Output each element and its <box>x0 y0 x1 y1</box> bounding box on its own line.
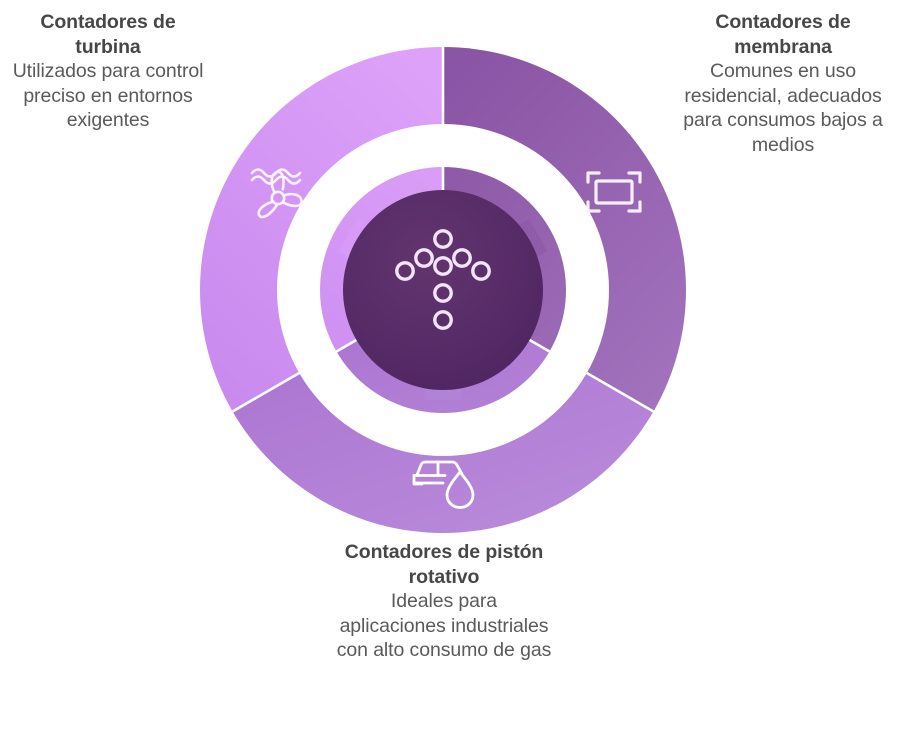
label-piston-title: Contadores de pistón rotativo <box>344 541 544 588</box>
scan-frame-icon <box>586 171 642 213</box>
car-fuel-drop-icon <box>412 460 475 509</box>
label-membrana-title: Contadores de membrana <box>715 11 851 58</box>
label-turbina-description: Utilizados para control preciso en entor… <box>12 60 204 132</box>
segment-piston[interactable] <box>232 290 654 533</box>
center-circle[interactable] <box>343 190 543 390</box>
label-membrana: Contadores de membrana Comunes en uso re… <box>672 10 894 157</box>
label-piston: Contadores de pistón rotativo Ideales pa… <box>336 540 552 663</box>
turbine-fan-icon <box>250 168 303 219</box>
label-turbina: Contadores de turbina Utilizados para co… <box>6 10 210 133</box>
white-separator-ring <box>277 124 609 456</box>
label-membrana-description: Comunes en uso residencial, adecuados pa… <box>683 60 883 156</box>
label-turbina-title: Contadores de turbina <box>40 11 176 58</box>
arrow-up-dots-icon <box>395 229 491 330</box>
label-piston-description: Ideales para aplicaciones industriales c… <box>336 590 552 662</box>
